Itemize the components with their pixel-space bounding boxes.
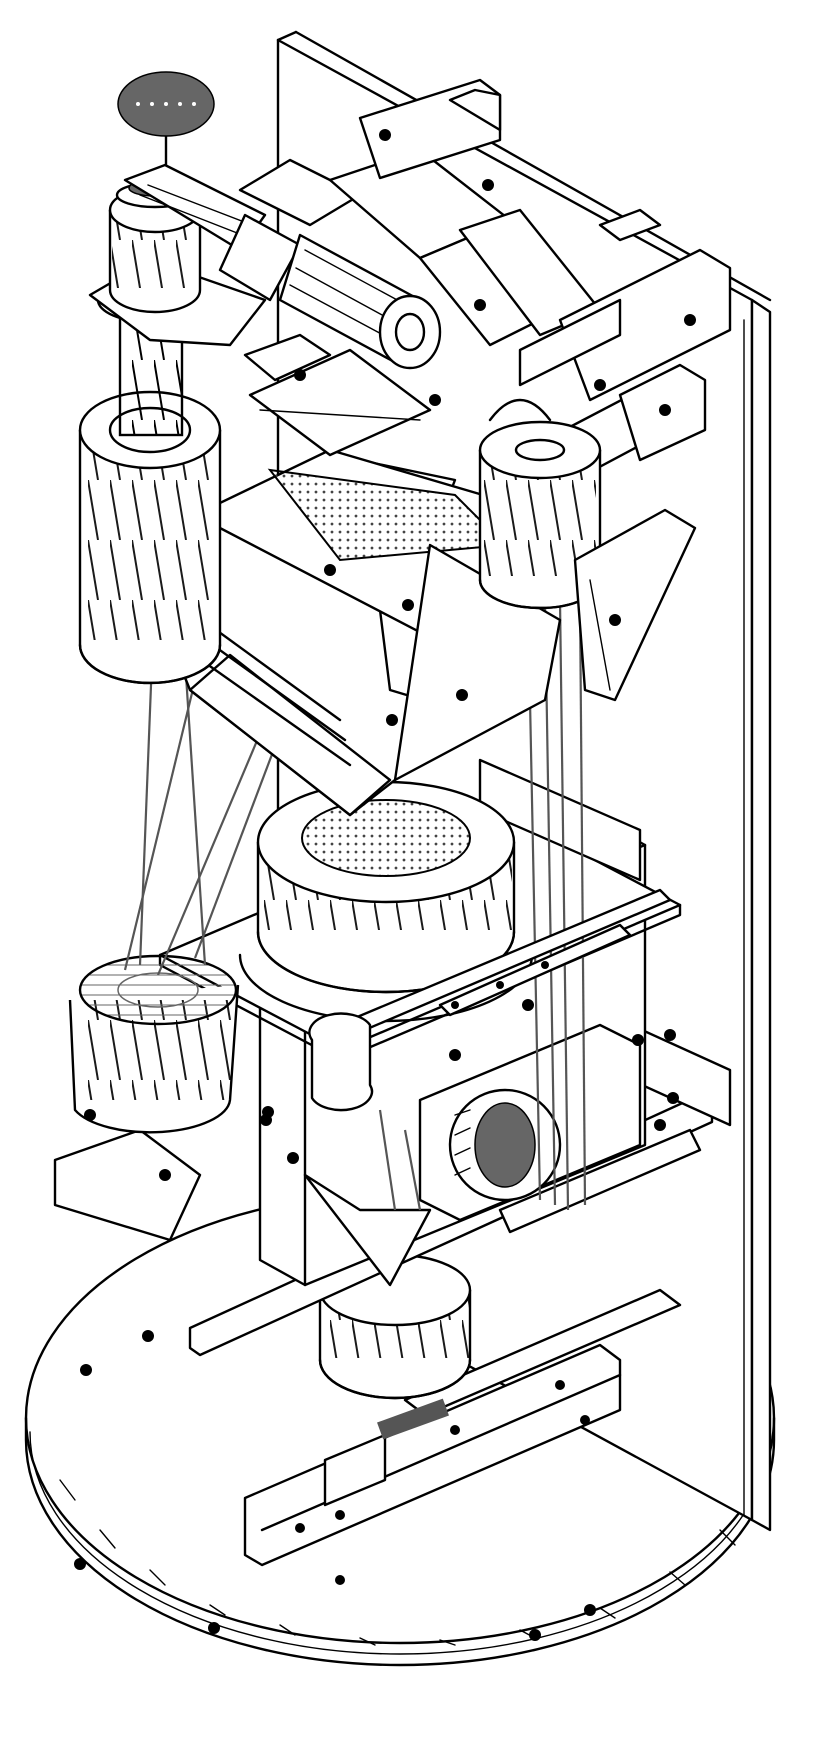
- right-side-bracket: [573, 508, 697, 702]
- bottom-linear-rail: [243, 1288, 682, 1567]
- forearm-motor: [123, 163, 442, 370]
- upper-mounting-brackets: [238, 78, 732, 490]
- shoulder-pulley: [238, 780, 534, 1023]
- end-effector-disc: [117, 71, 215, 172]
- small-drive-motor: [308, 1012, 374, 1112]
- base-bolt-holes: [74, 1330, 596, 1641]
- top-left-pulley-bracket: [88, 179, 267, 347]
- lower-left-pulley: [53, 954, 240, 1242]
